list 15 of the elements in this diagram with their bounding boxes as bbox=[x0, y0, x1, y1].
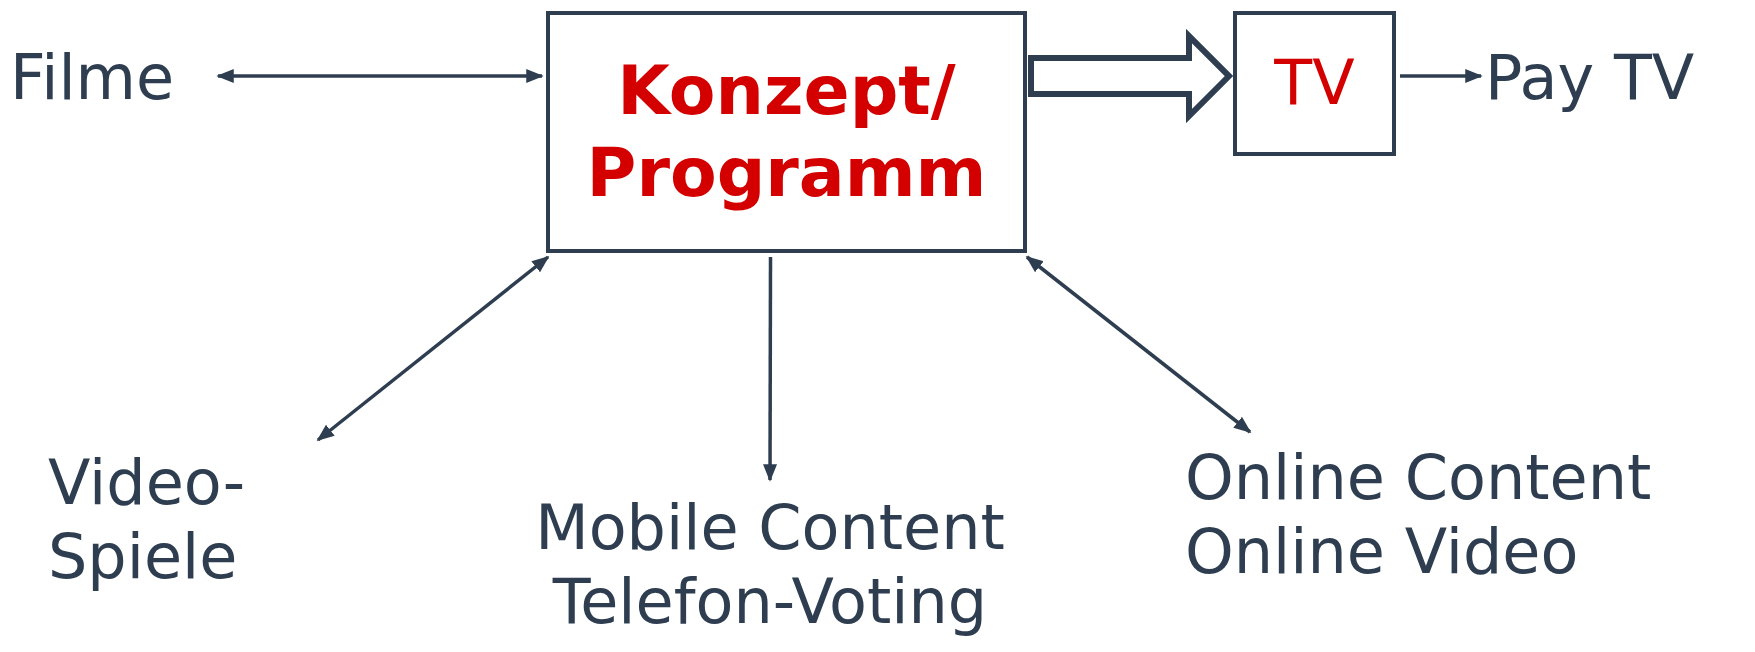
box-label: Konzept/Programm bbox=[585, 50, 988, 214]
arrow bbox=[763, 257, 778, 482]
double-arrow bbox=[316, 255, 550, 442]
double-arrow bbox=[216, 69, 544, 84]
box-label: TV bbox=[1274, 46, 1355, 121]
node-label: Video-Spiele bbox=[48, 445, 247, 595]
arrow bbox=[1400, 69, 1483, 83]
node-label: Mobile Content Telefon-Voting bbox=[534, 490, 1006, 640]
concept-box bbox=[546, 11, 1027, 253]
block-arrow bbox=[1028, 28, 1234, 124]
node-label: Online Content Online Video bbox=[1185, 440, 1653, 590]
node-label: Filme bbox=[10, 40, 175, 116]
concept-box bbox=[1233, 11, 1396, 156]
double-arrow bbox=[1025, 255, 1252, 434]
node-label: Pay TV bbox=[1485, 40, 1695, 116]
